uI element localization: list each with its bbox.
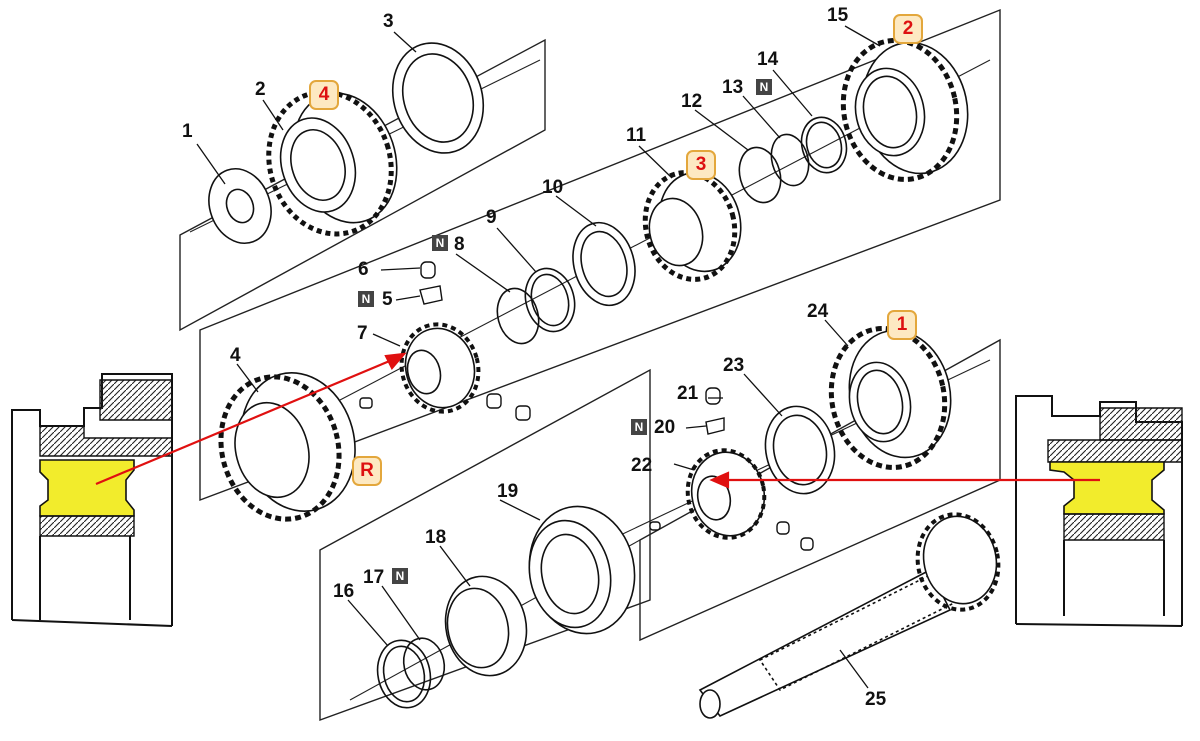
part-12-snap-ring <box>738 146 782 204</box>
new-part-marker-8: N <box>432 235 448 251</box>
left-highlighted-key <box>39 459 135 517</box>
callout-16: 16 <box>333 581 355 602</box>
gear-badge-third: 3 <box>686 150 716 180</box>
callout-20: 20 <box>654 417 676 438</box>
gear-badge-first: 1 <box>887 310 917 340</box>
callout-13: 13 <box>722 77 744 98</box>
callout-22: 22 <box>631 455 653 476</box>
leader-lines <box>196 25 881 689</box>
panel-outline-middle <box>199 8 1001 502</box>
part-18-synchro-ring <box>444 575 528 677</box>
part-13-snap-ring <box>770 133 810 187</box>
panel-outline-bottom <box>319 368 651 721</box>
callout-2: 2 <box>255 79 266 100</box>
callout-1: 1 <box>182 121 193 142</box>
new-part-marker-13: N <box>756 79 772 95</box>
callout-5: 5 <box>382 289 393 310</box>
gear-badge-reverse: R <box>352 456 382 486</box>
part-23-synchro-ring <box>764 405 836 495</box>
callout-11: 11 <box>626 125 647 146</box>
part-7-synchro-hub <box>399 322 481 414</box>
callout-25: 25 <box>865 689 887 710</box>
callout-23: 23 <box>723 355 745 376</box>
callout-18: 18 <box>425 527 447 548</box>
part-3-synchro-ring <box>391 42 485 154</box>
part-10-synchro-ring <box>572 221 636 307</box>
callout-15: 15 <box>827 5 849 26</box>
part-8-snap-ring <box>496 287 540 345</box>
part-16-snap-ring <box>376 639 432 709</box>
callout-12: 12 <box>681 91 703 112</box>
part-24-first-gear <box>828 326 952 470</box>
part-19-reverse-sleeve <box>528 505 636 635</box>
new-part-marker-20: N <box>631 419 647 435</box>
new-part-marker-5: N <box>358 291 374 307</box>
gear-badge-fourth: 4 <box>309 80 339 110</box>
part-14-spacer <box>800 116 848 174</box>
part-21-ball-and-part-20-key <box>649 387 814 551</box>
callout-24: 24 <box>807 301 829 322</box>
part-2-fourth-gear <box>266 89 398 237</box>
callout-9: 9 <box>486 207 497 228</box>
part-6-ball-and-part-5-key <box>359 261 531 421</box>
part-15-second-gear <box>840 38 969 182</box>
left-cross-section-inset <box>11 373 173 627</box>
part-9-synchro-ring <box>524 267 576 333</box>
callout-7: 7 <box>357 323 368 344</box>
part-1-thrust-washer <box>208 168 272 244</box>
callout-21: 21 <box>677 383 699 404</box>
part-4-reverse-sleeve <box>218 372 356 522</box>
gear-badge-second: 2 <box>893 14 923 44</box>
part-22-synchro-hub <box>685 448 767 540</box>
callout-17: 17 <box>363 567 385 588</box>
callout-6: 6 <box>358 259 369 280</box>
right-highlighted-key <box>1049 461 1165 515</box>
callout-10: 10 <box>542 177 564 198</box>
new-part-marker-17: N <box>392 568 408 584</box>
part-25-mainshaft <box>698 512 1001 719</box>
callout-19: 19 <box>497 481 519 502</box>
callout-4: 4 <box>230 345 241 366</box>
part-11-third-gear <box>642 170 742 282</box>
callout-8: 8 <box>454 234 465 255</box>
right-cross-section-inset <box>1015 395 1183 627</box>
callout-3: 3 <box>383 11 394 32</box>
callout-14: 14 <box>757 49 779 70</box>
red-pointer-arrows <box>95 352 1100 489</box>
